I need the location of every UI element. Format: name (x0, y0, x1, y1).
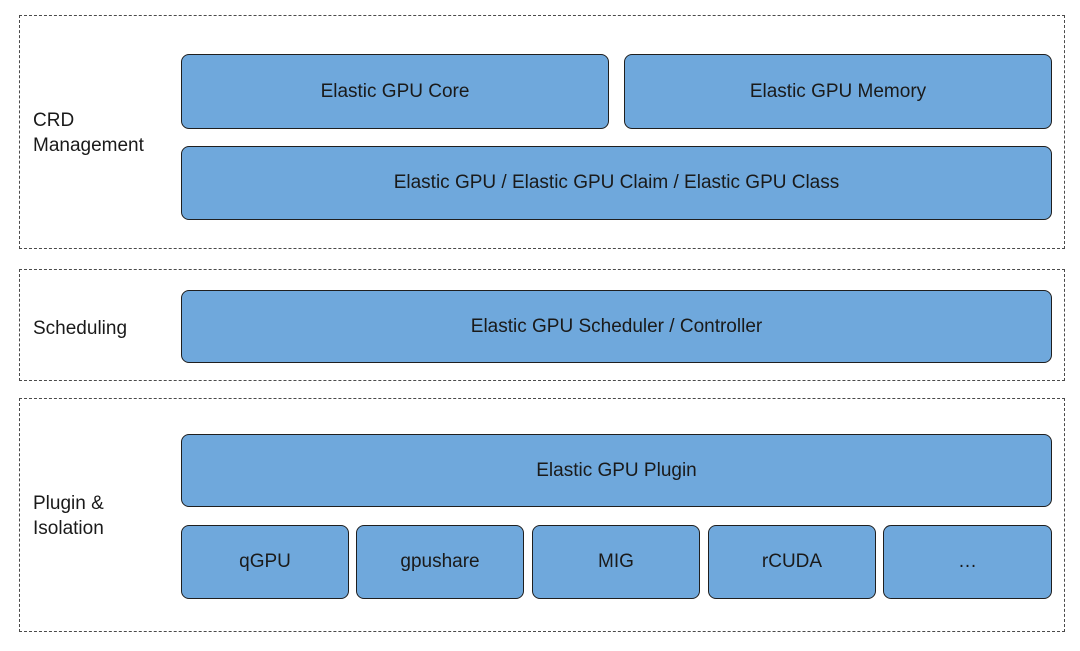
elastic-gpu-resources-box: Elastic GPU / Elastic GPU Claim / Elasti… (181, 146, 1052, 220)
elastic-gpu-scheduler-box: Elastic GPU Scheduler / Controller (181, 290, 1052, 363)
mig-box: MIG (532, 525, 700, 599)
more-implementations-box: … (883, 525, 1052, 599)
rcuda-box: rCUDA (708, 525, 876, 599)
elastic-gpu-plugin-box: Elastic GPU Plugin (181, 434, 1052, 507)
elastic-gpu-memory-box: Elastic GPU Memory (624, 54, 1052, 129)
gpushare-box: gpushare (356, 525, 524, 599)
scheduling-label: Scheduling (33, 318, 128, 339)
plugin-isolation-layer: Plugin & Isolation Elastic GPU Plugin qG… (19, 398, 1065, 632)
scheduling-layer: Scheduling Elastic GPU Scheduler / Contr… (19, 269, 1065, 381)
elastic-gpu-core-box: Elastic GPU Core (181, 54, 609, 129)
plugin-isolation-label: Plugin & Isolation (33, 493, 104, 539)
crd-management-layer: CRD Management Elastic GPU Core Elastic … (19, 15, 1065, 249)
crd-management-label: CRD Management (33, 110, 144, 156)
qgpu-box: qGPU (181, 525, 349, 599)
